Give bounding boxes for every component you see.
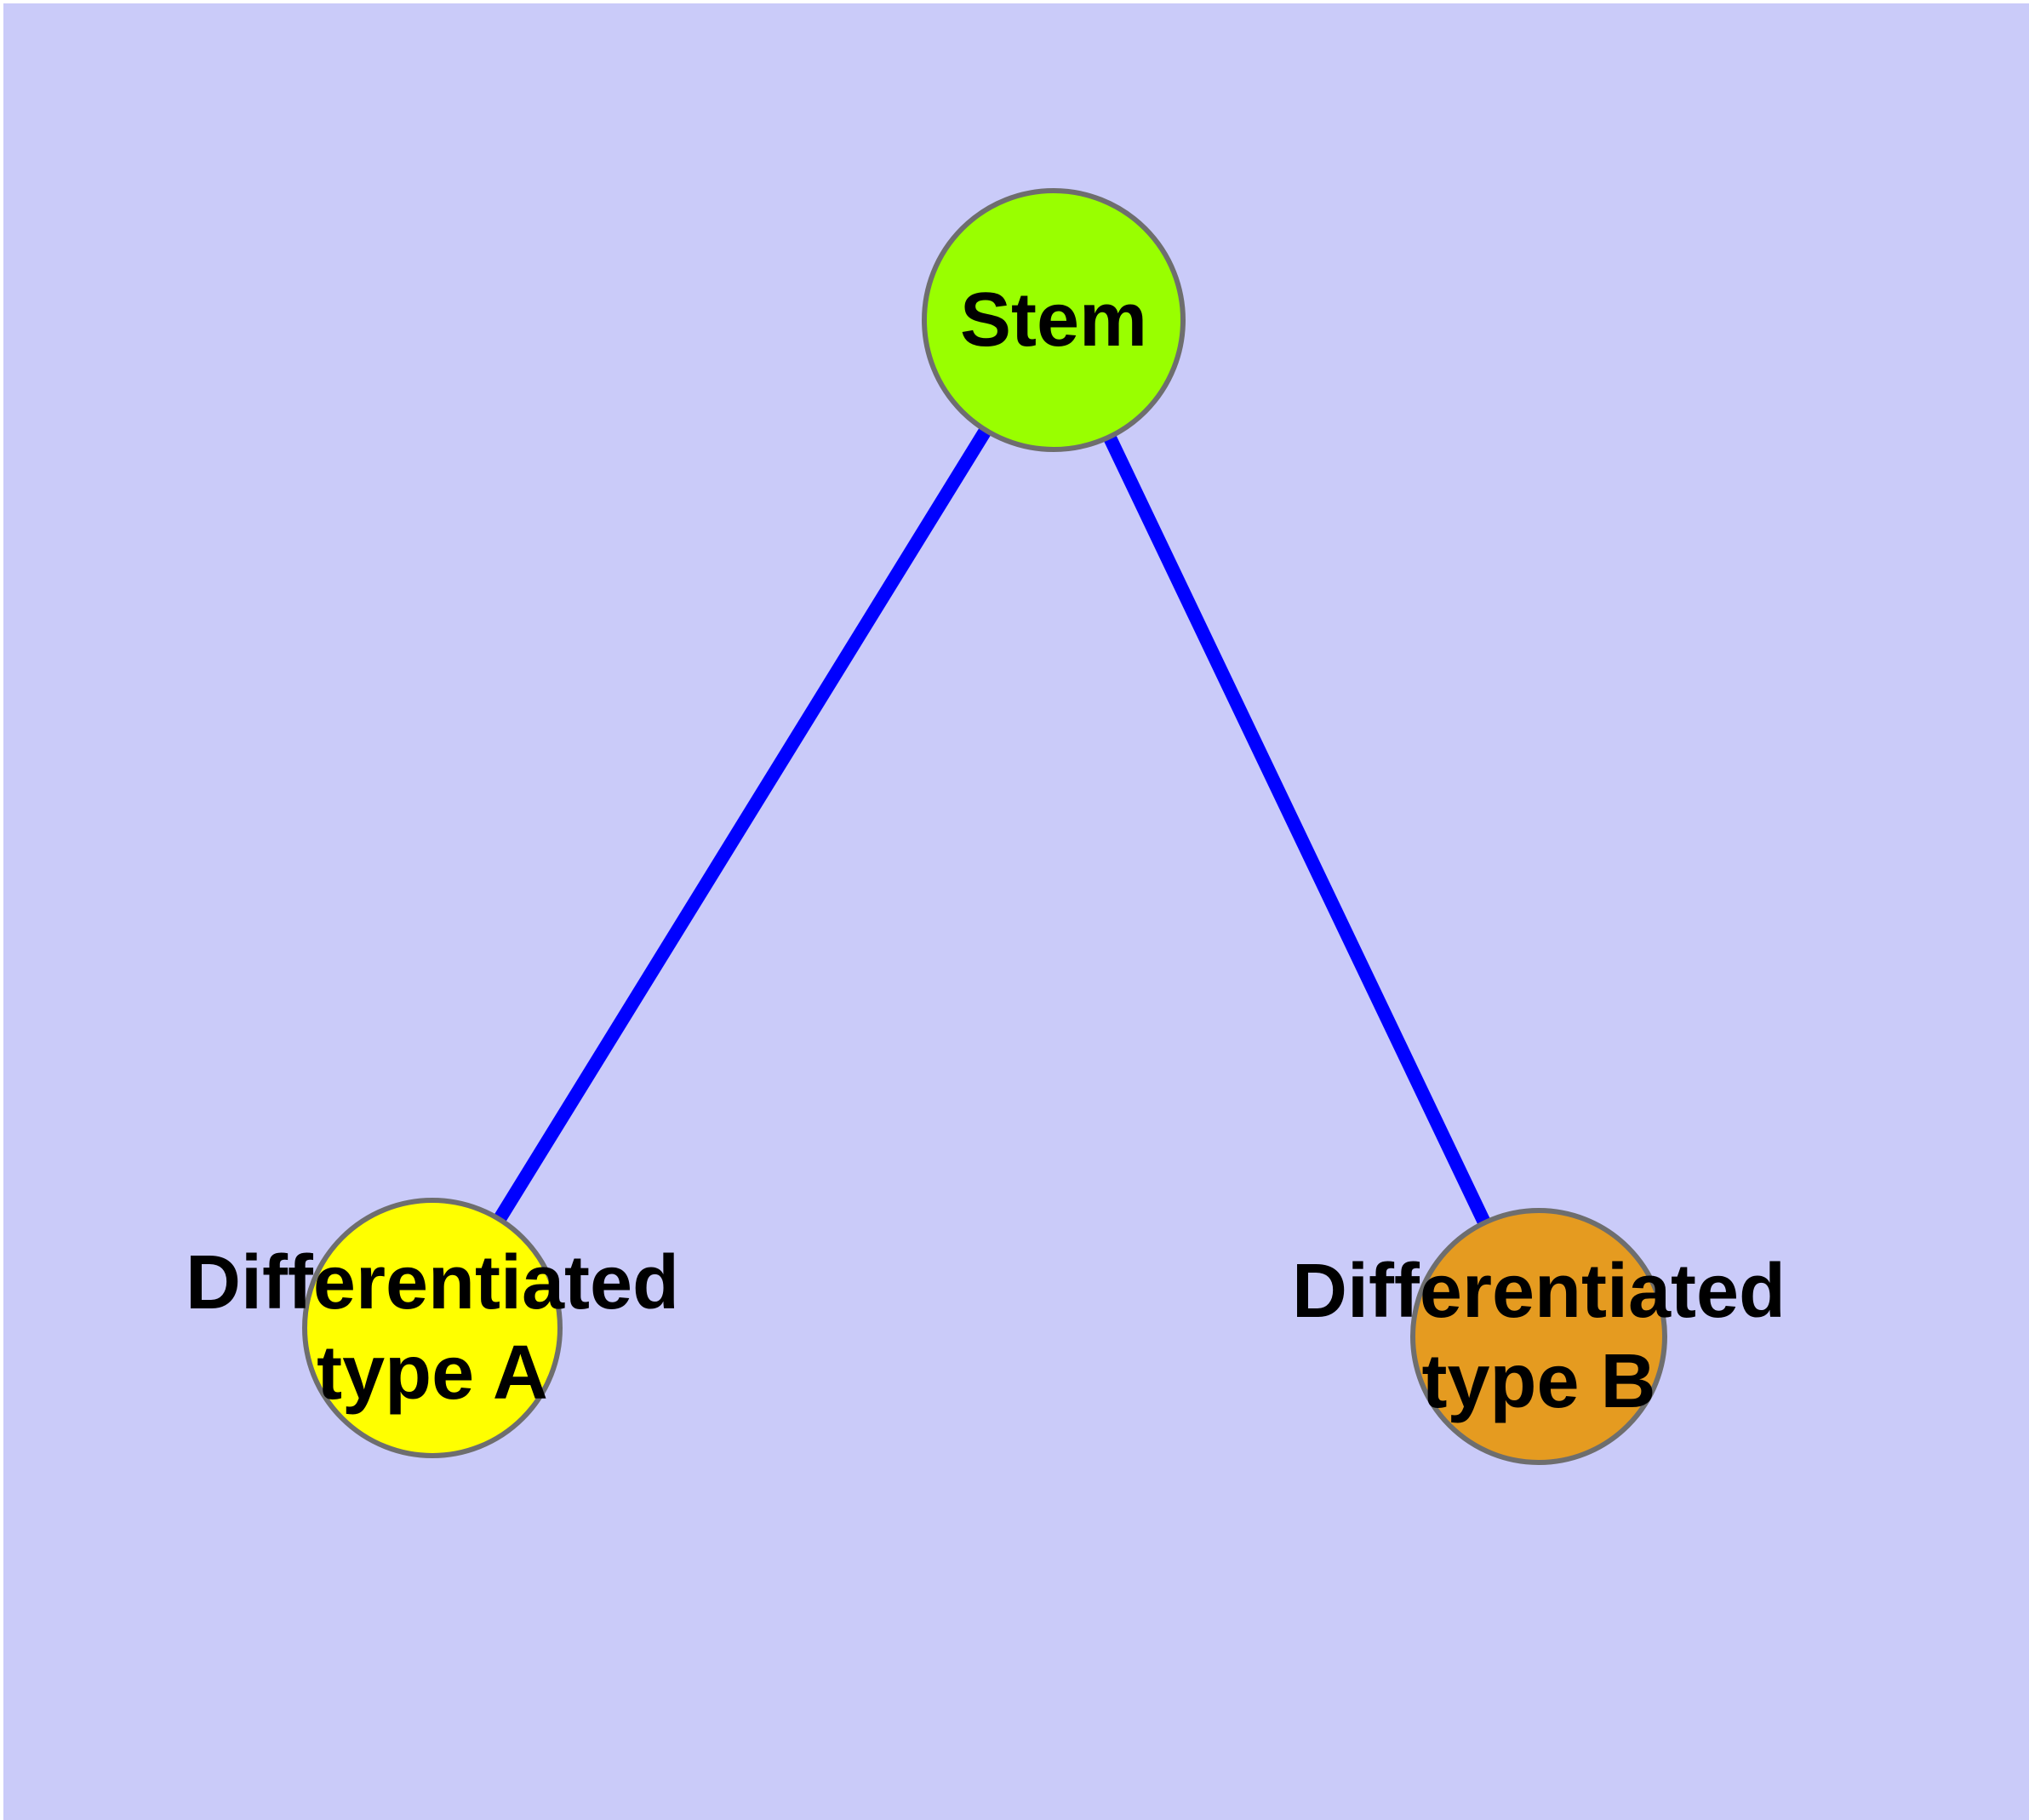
node-label-line: Stem bbox=[960, 278, 1147, 363]
node-label-line: type A bbox=[317, 1331, 548, 1416]
node-label-line: Differentiated bbox=[186, 1240, 679, 1325]
node-label-stem: Stem bbox=[960, 278, 1147, 363]
edge-stem-type-a bbox=[426, 316, 1060, 1332]
node-stem bbox=[922, 188, 1186, 452]
node-type-b bbox=[1410, 1208, 1667, 1465]
node-label-line: Differentiated bbox=[1292, 1249, 1786, 1334]
edge-stem-type-b bbox=[1047, 317, 1546, 1340]
node-type-a bbox=[302, 1198, 563, 1458]
edges-layer bbox=[426, 316, 1546, 1340]
node-label-line: type B bbox=[1421, 1339, 1655, 1424]
nodes-layer bbox=[302, 188, 1667, 1465]
